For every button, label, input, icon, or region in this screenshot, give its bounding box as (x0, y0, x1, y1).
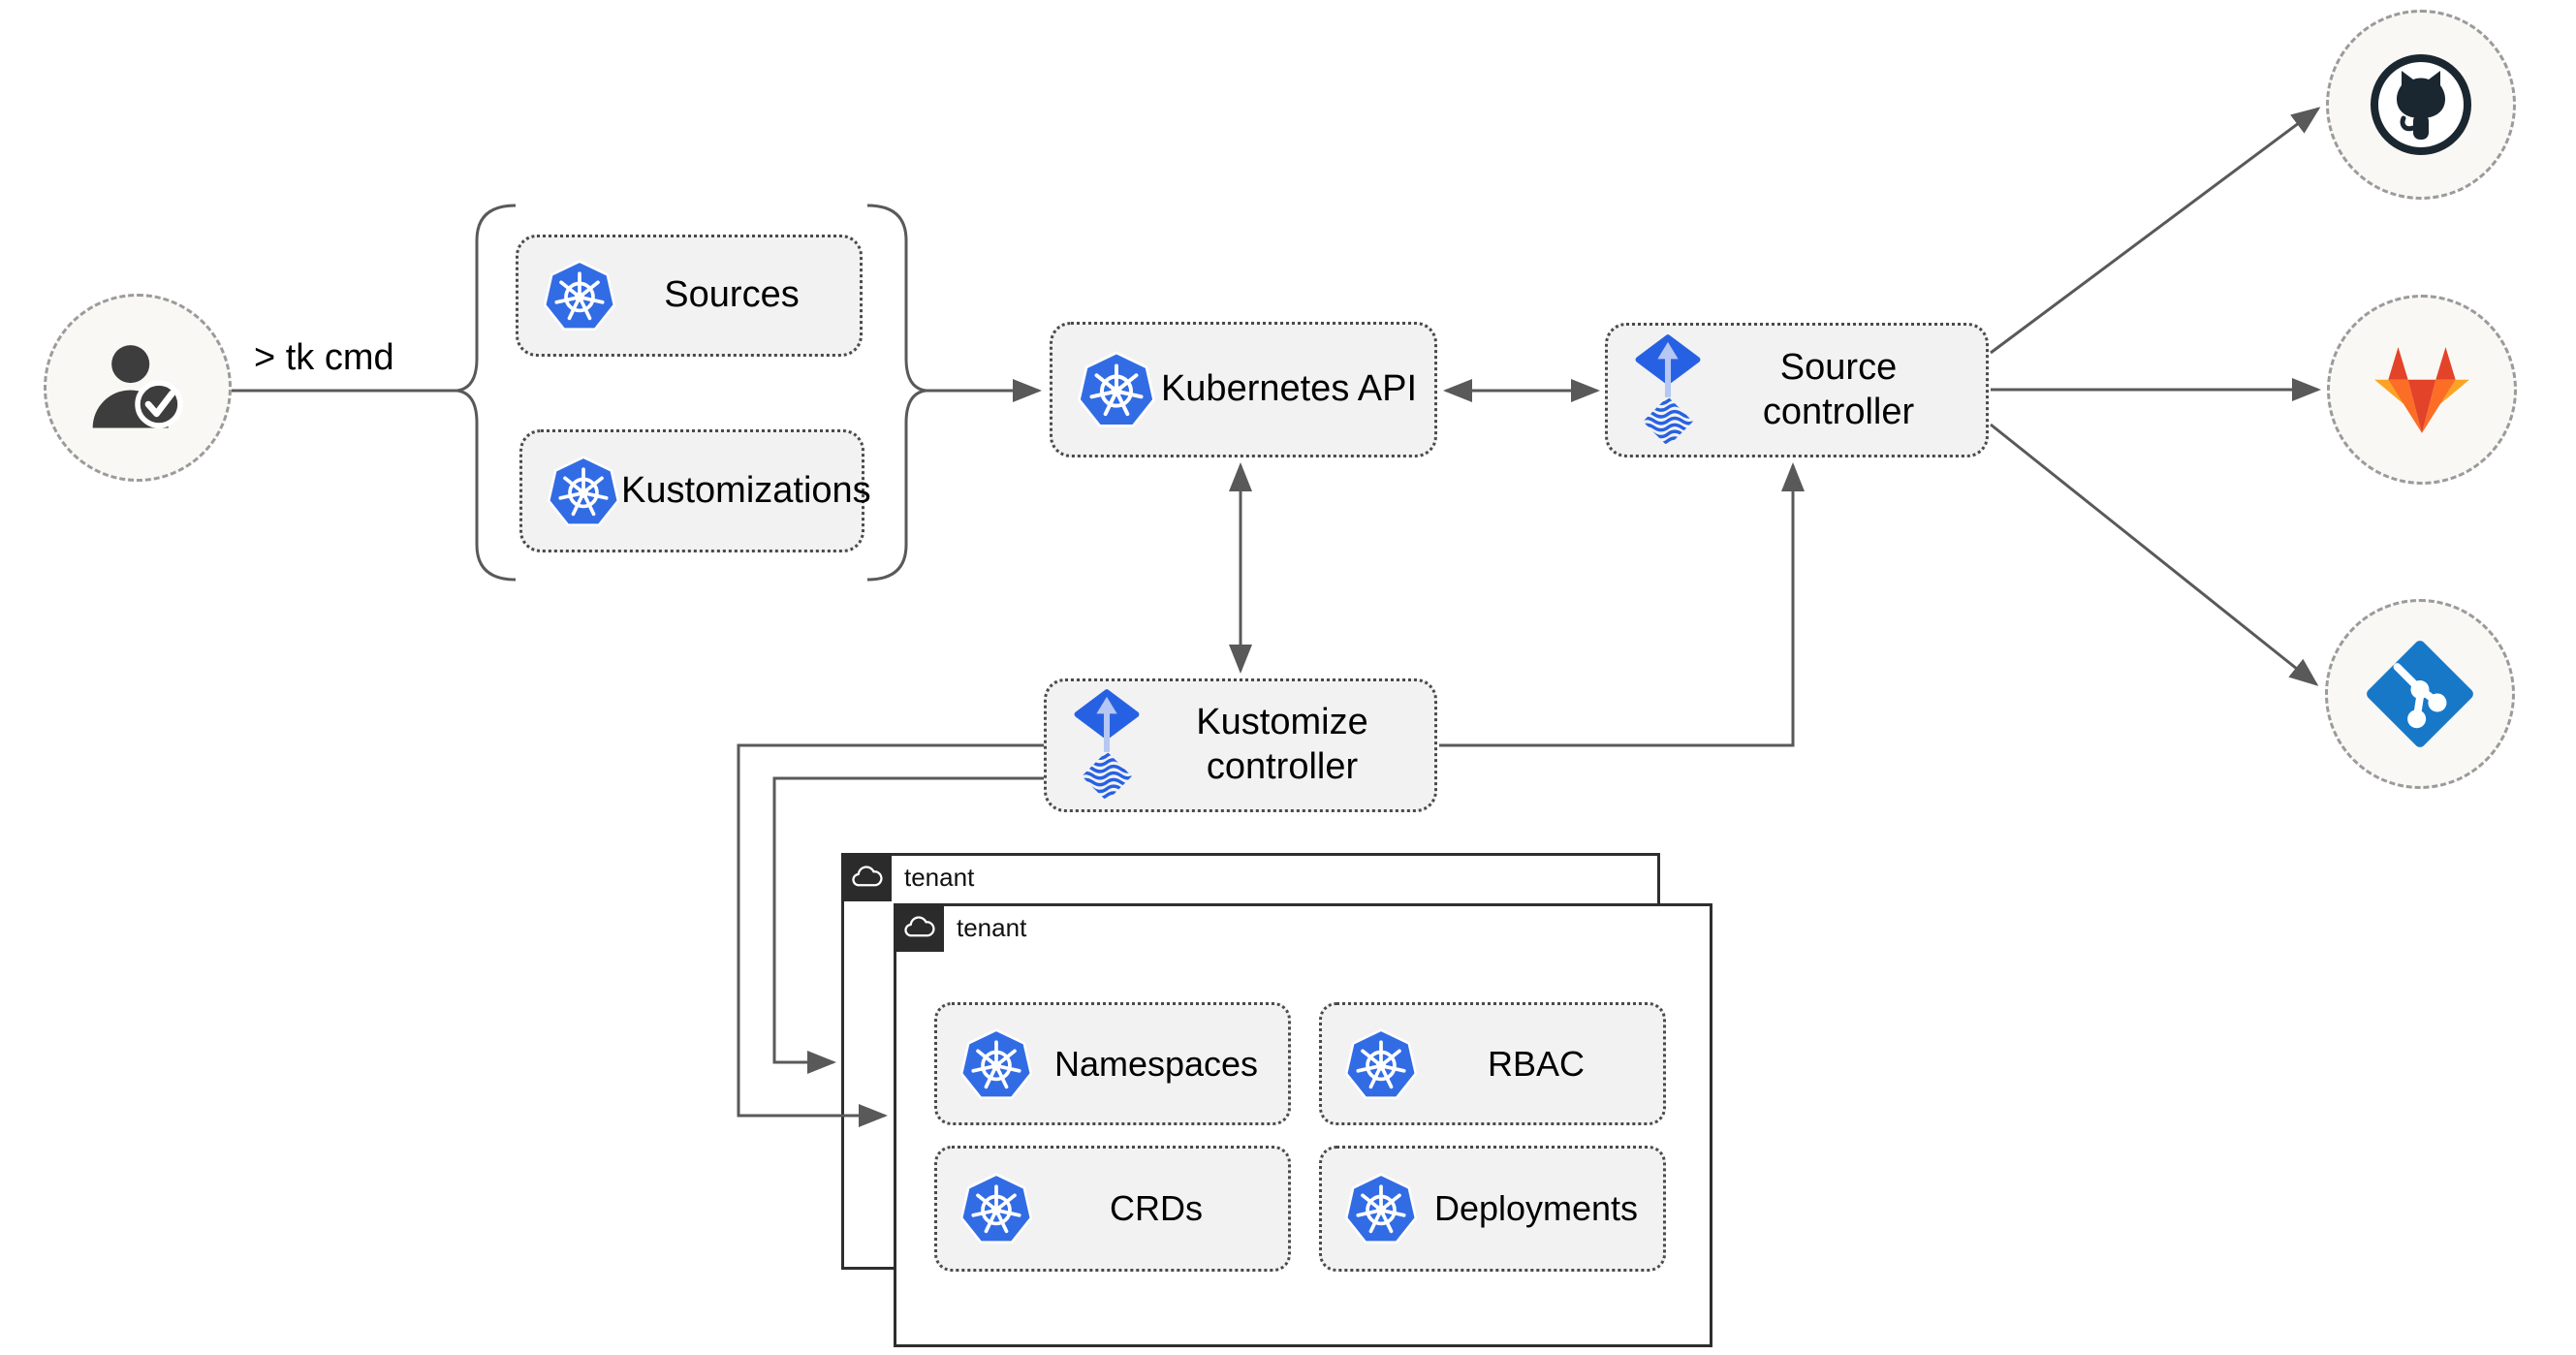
deployments-node: Deployments (1319, 1146, 1666, 1272)
namespaces-node: Namespaces (934, 1002, 1291, 1125)
cloud-icon (852, 866, 883, 887)
kubernetes-icon (1344, 1173, 1418, 1244)
kubernetes-api-node: Kubernetes API (1050, 322, 1437, 457)
sources-label: Sources (664, 274, 800, 316)
group-brace-left (456, 204, 517, 582)
gitlab-fox-icon (2374, 347, 2469, 433)
github-node (2326, 10, 2516, 200)
git-branch-icon (2367, 641, 2473, 747)
tenant-front-label: tenant (957, 913, 1027, 942)
tenant-front-tab (894, 903, 944, 952)
flux-icon (1074, 689, 1140, 801)
deployments-label: Deployments (1433, 1188, 1639, 1228)
crds-node: CRDs (934, 1146, 1291, 1272)
sources-node: Sources (516, 235, 863, 357)
kubernetes-icon (959, 1173, 1033, 1244)
cli-command-label: > tk cmd (254, 337, 394, 378)
kustomizations-label: Kustomizations (621, 469, 871, 511)
kustomizations-node: Kustomizations (519, 429, 871, 552)
kubernetes-api-label: Kubernetes API (1160, 368, 1418, 410)
flux-icon (1635, 333, 1701, 445)
user-check-icon (92, 345, 183, 428)
source-controller-label: Source controller (1762, 346, 1915, 432)
kubernetes-icon (1077, 351, 1156, 427)
kubernetes-icon (959, 1027, 1033, 1099)
cloud-icon (904, 916, 935, 937)
group-brace-right (866, 204, 927, 582)
kubernetes-icon (1344, 1027, 1418, 1099)
edge-source-to-github (1990, 107, 2321, 355)
rbac-node: RBAC (1319, 1002, 1666, 1125)
kubernetes-icon (543, 260, 616, 331)
kustomize-controller-node: Kustomize controller (1044, 678, 1437, 812)
kustomize-controller-label: Kustomize controller (1196, 702, 1368, 787)
edge-kustomize-to-source (1439, 462, 1805, 747)
crds-label: CRDs (1110, 1188, 1203, 1228)
git-node (2325, 599, 2515, 789)
actor-node (44, 294, 232, 482)
tenant-back-label: tenant (904, 863, 975, 892)
namespaces-label: Namespaces (1053, 1043, 1259, 1084)
gitlab-node (2327, 295, 2517, 485)
tenant-back-tab (841, 853, 892, 901)
edge-source-to-git (1990, 423, 2319, 686)
github-octocat-icon (2371, 54, 2471, 155)
source-controller-node: Source controller (1605, 323, 1989, 457)
rbac-label: RBAC (1487, 1043, 1586, 1084)
tenant-window-front: tenant Namespaces RBAC (894, 903, 1712, 1347)
kubernetes-icon (547, 455, 620, 526)
